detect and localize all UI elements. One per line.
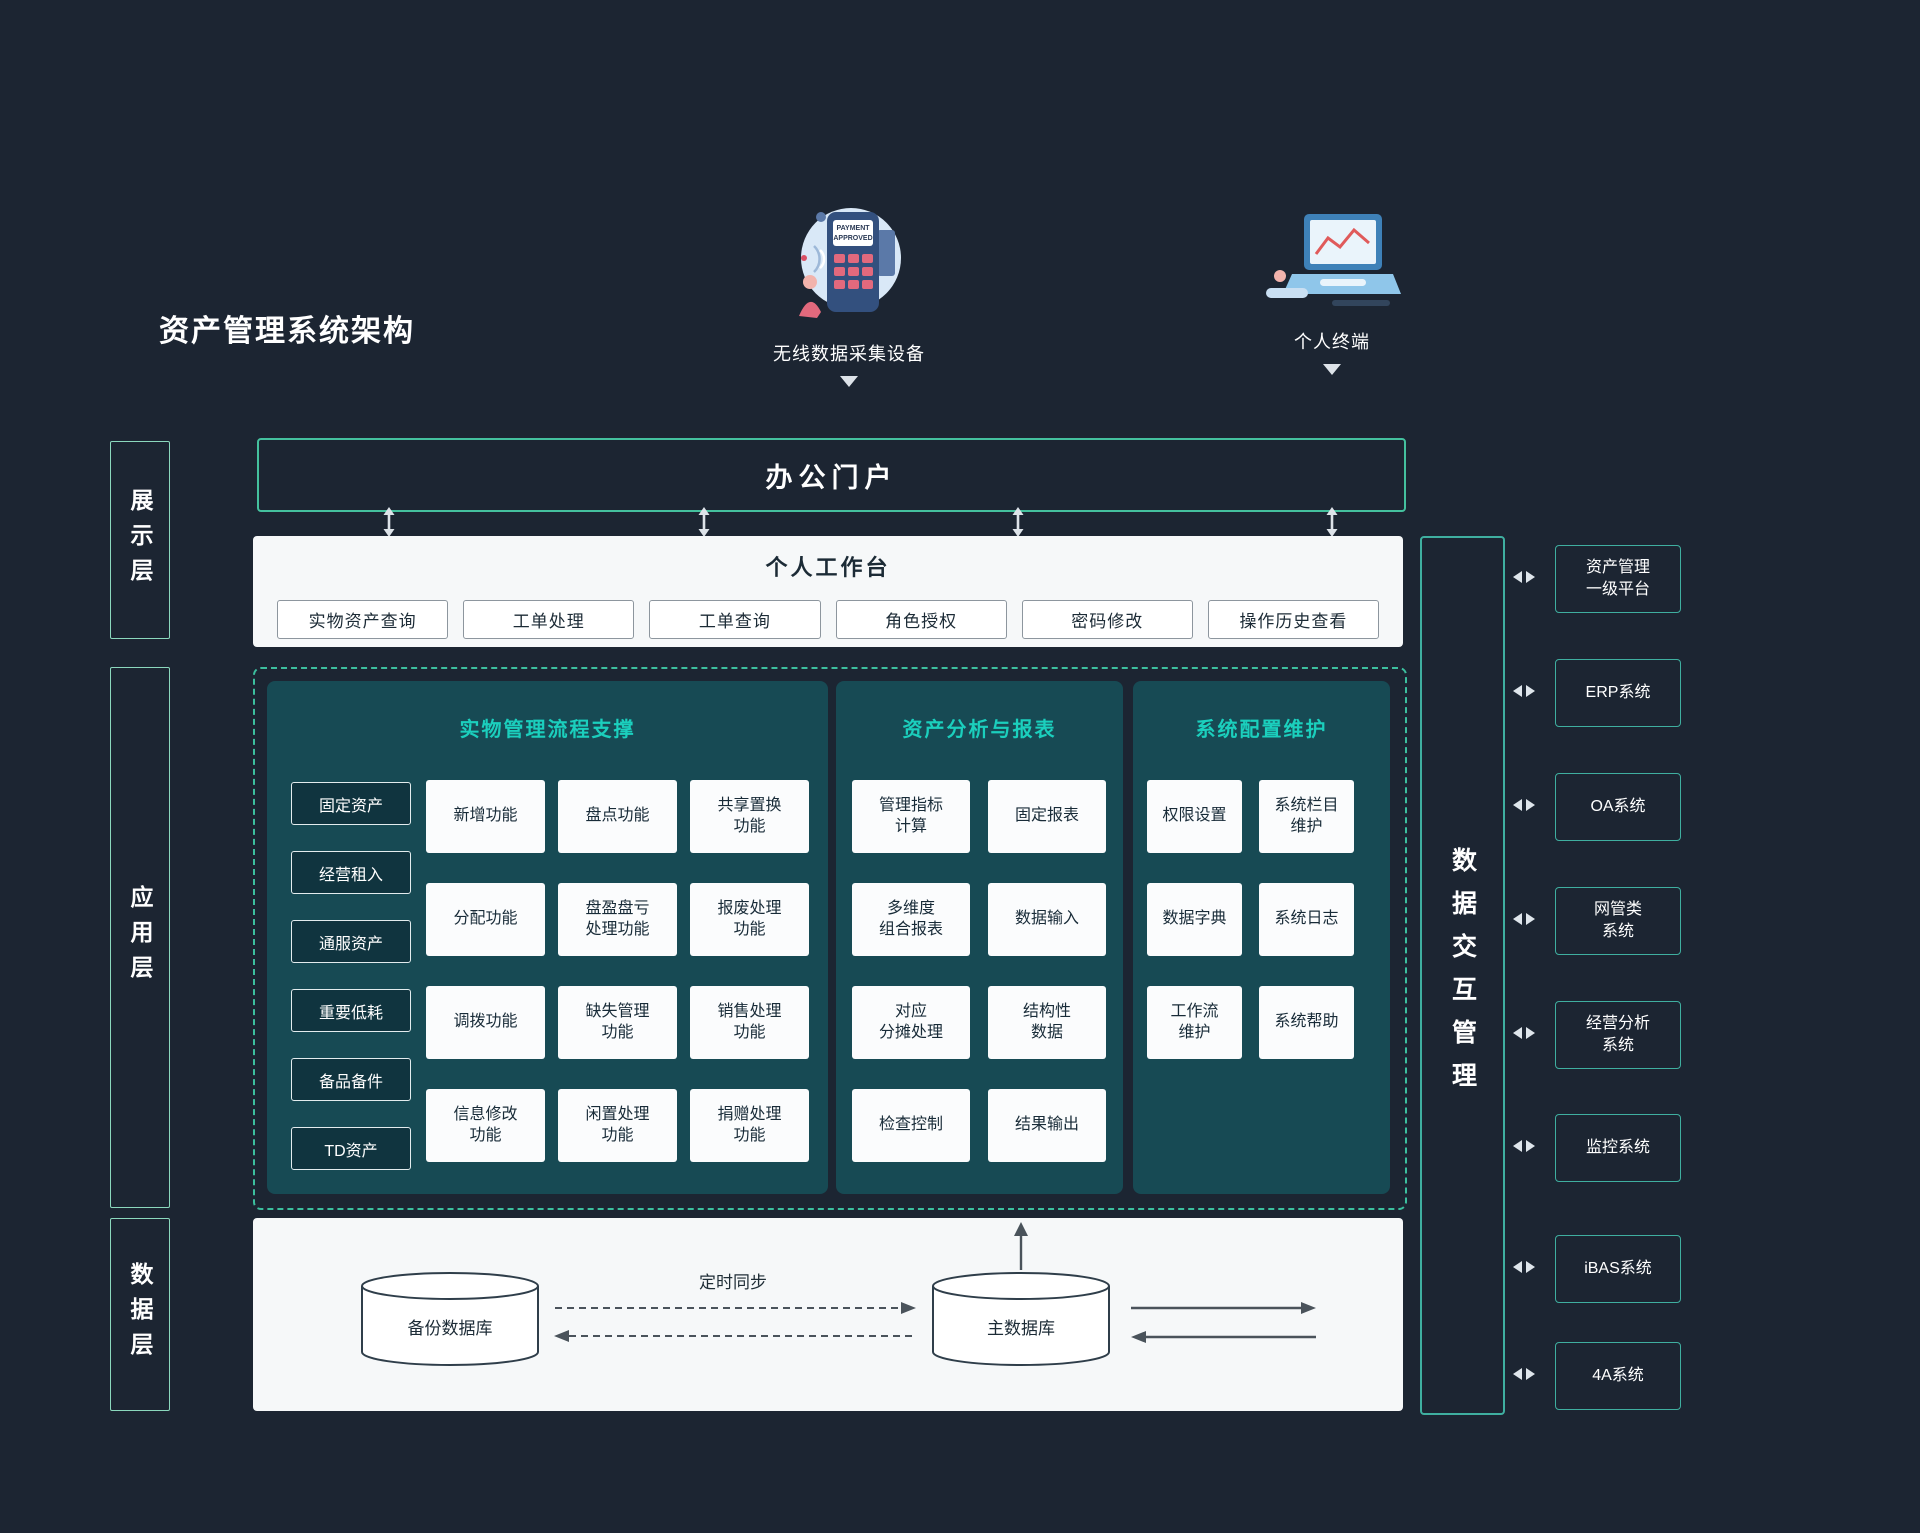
data-exchange-title: 数据交互管理 <box>1448 846 1477 1105</box>
fn-check-control: 检查控制 <box>852 1089 970 1162</box>
system-oa: OA系统 <box>1555 773 1681 841</box>
workbench-item-password: 密码修改 <box>1021 600 1193 639</box>
fn-data-input: 数据输入 <box>988 883 1106 956</box>
workbench-item-workorder-query: 工单查询 <box>649 600 821 639</box>
backup-db-label: 备份数据库 <box>407 1319 493 1338</box>
layer-label-application: 应用层 <box>110 667 170 1208</box>
fn-column-maintain: 系统栏目 维护 <box>1259 780 1354 853</box>
arrow-down-icon <box>1323 364 1341 375</box>
fn-multidim-report: 多维度 组合报表 <box>852 883 970 956</box>
workbench-item-history: 操作历史查看 <box>1207 600 1380 639</box>
fn-fixed-report: 固定报表 <box>988 780 1106 853</box>
fn-add: 新增功能 <box>426 780 545 853</box>
workbench-title: 个人工作台 <box>765 555 891 580</box>
data-layer-panel <box>253 1218 1403 1411</box>
fn-transfer: 调拨功能 <box>426 986 545 1059</box>
system-network-mgmt: 网管类 系统 <box>1555 887 1681 955</box>
data-exchange-icon <box>1513 1140 1535 1152</box>
layer-label-data: 数据层 <box>110 1218 170 1411</box>
fn-share-swap: 共享置换 功能 <box>690 780 809 853</box>
system-business-analysis: 经营分析 系统 <box>1555 1001 1681 1069</box>
fn-donation: 捐赠处理 功能 <box>690 1089 809 1162</box>
double-arrow-icon <box>383 507 395 537</box>
process-function-grid: 新增功能 盘点功能 共享置换 功能 分配功能 盘盈盘亏 处理功能 报废处理 功能… <box>426 780 809 1162</box>
data-exchange-bar: 数据交互管理 <box>1420 536 1505 1415</box>
data-exchange-icon <box>1513 1261 1535 1273</box>
layer-label-presentation: 展示层 <box>110 441 170 639</box>
fn-permission: 权限设置 <box>1147 780 1242 853</box>
wireless-device-label: 无线数据采集设备 <box>773 344 925 364</box>
fn-info-edit: 信息修改 功能 <box>426 1089 545 1162</box>
fn-scrap: 报废处理 功能 <box>690 883 809 956</box>
system-asset-platform: 资产管理 一级平台 <box>1555 545 1681 613</box>
laptop-icon <box>1262 212 1402 316</box>
main-db-label: 主数据库 <box>987 1319 1055 1338</box>
fn-data-dictionary: 数据字典 <box>1147 883 1242 956</box>
pos-terminal-icon: PAYMENT APPROVED <box>787 194 911 328</box>
personal-terminal-label: 个人终端 <box>1294 332 1370 352</box>
workbench-panel: 个人工作台 实物资产查询 工单处理 工单查询 角色授权 密码修改 操作历史查看 <box>253 536 1403 647</box>
fn-apportion: 对应 分摊处理 <box>852 986 970 1059</box>
personal-terminal: 个人终端 <box>1262 212 1402 375</box>
wireless-device: PAYMENT APPROVED 无线数据采集设备 <box>769 194 929 387</box>
fn-sale: 销售处理 功能 <box>690 986 809 1059</box>
workbench-item-role-auth: 角色授权 <box>835 600 1007 639</box>
asset-type-tongfu: 通服资产 <box>291 920 411 963</box>
page-title: 资产管理系统架构 <box>159 315 415 348</box>
system-ibas: iBAS系统 <box>1555 1235 1681 1303</box>
asset-type-lease: 经营租入 <box>291 851 411 894</box>
workbench-item-asset-query: 实物资产查询 <box>277 600 449 639</box>
fn-help: 系统帮助 <box>1259 986 1354 1059</box>
panel-config-title: 系统配置维护 <box>1195 719 1328 741</box>
sync-label: 定时同步 <box>699 1273 767 1292</box>
asset-type-spare: 备品备件 <box>291 1058 411 1101</box>
office-portal-title: 办公门户 <box>765 462 898 493</box>
data-exchange-icon <box>1513 1027 1535 1039</box>
system-4a: 4A系统 <box>1555 1342 1681 1410</box>
pos-terminal-graphic <box>799 208 901 318</box>
data-exchange-icon <box>1513 799 1535 811</box>
backup-db-cylinder <box>361 1272 539 1366</box>
laptop-graphic <box>1266 214 1401 306</box>
config-function-grid: 权限设置 系统栏目 维护 数据字典 系统日志 工作流 维护 系统帮助 <box>1147 780 1354 1059</box>
fn-missing: 缺失管理 功能 <box>558 986 677 1059</box>
fn-allocate: 分配功能 <box>426 883 545 956</box>
fn-surplus-loss: 盘盈盘亏 处理功能 <box>558 883 677 956</box>
data-exchange-icon <box>1513 1368 1535 1380</box>
fn-inventory: 盘点功能 <box>558 780 677 853</box>
system-monitoring: 监控系统 <box>1555 1114 1681 1182</box>
fn-idle: 闲置处理 功能 <box>558 1089 677 1162</box>
data-exchange-icon <box>1513 913 1535 925</box>
panel-process-support: 实物管理流程支撑 固定资产 经营租入 通服资产 重要低耗 备品备件 TD资产 新… <box>267 681 828 1194</box>
main-db-cylinder <box>932 1272 1110 1366</box>
double-arrow-icon <box>1326 507 1338 537</box>
analysis-function-grid: 管理指标 计算 固定报表 多维度 组合报表 数据输入 对应 分摊处理 结构性 数… <box>852 780 1106 1162</box>
office-portal-box: 办公门户 <box>257 438 1406 512</box>
workbench-items: 实物资产查询 工单处理 工单查询 角色授权 密码修改 操作历史查看 <box>277 600 1380 639</box>
workbench-item-workorder-process: 工单处理 <box>463 600 635 639</box>
fn-system-log: 系统日志 <box>1259 883 1354 956</box>
application-layer-container <box>253 667 1407 1210</box>
arrow-down-icon <box>840 376 858 387</box>
panel-analysis-reports: 资产分析与报表 管理指标 计算 固定报表 多维度 组合报表 数据输入 对应 分摊… <box>836 681 1123 1194</box>
data-exchange-icon <box>1513 685 1535 697</box>
fn-structural-data: 结构性 数据 <box>988 986 1106 1059</box>
double-arrow-icon <box>1012 507 1024 537</box>
asset-type-td: TD资产 <box>291 1127 411 1170</box>
panel-process-title: 实物管理流程支撑 <box>459 719 636 741</box>
pos-screen-text: PAYMENT APPROVED <box>833 225 873 242</box>
fn-indicator-calc: 管理指标 计算 <box>852 780 970 853</box>
panel-analysis-title: 资产分析与报表 <box>902 719 1057 741</box>
fn-workflow: 工作流 维护 <box>1147 986 1242 1059</box>
fn-result-output: 结果输出 <box>988 1089 1106 1162</box>
data-exchange-icon <box>1513 571 1535 583</box>
system-erp: ERP系统 <box>1555 659 1681 727</box>
double-arrow-icon <box>698 507 710 537</box>
asset-type-list: 固定资产 经营租入 通服资产 重要低耗 备品备件 TD资产 <box>291 782 411 1170</box>
asset-type-fixed: 固定资产 <box>291 782 411 825</box>
data-flow-arrows <box>361 1222 1316 1366</box>
panel-system-config: 系统配置维护 权限设置 系统栏目 维护 数据字典 系统日志 工作流 维护 系统帮… <box>1133 681 1390 1194</box>
asset-type-low-value: 重要低耗 <box>291 989 411 1032</box>
